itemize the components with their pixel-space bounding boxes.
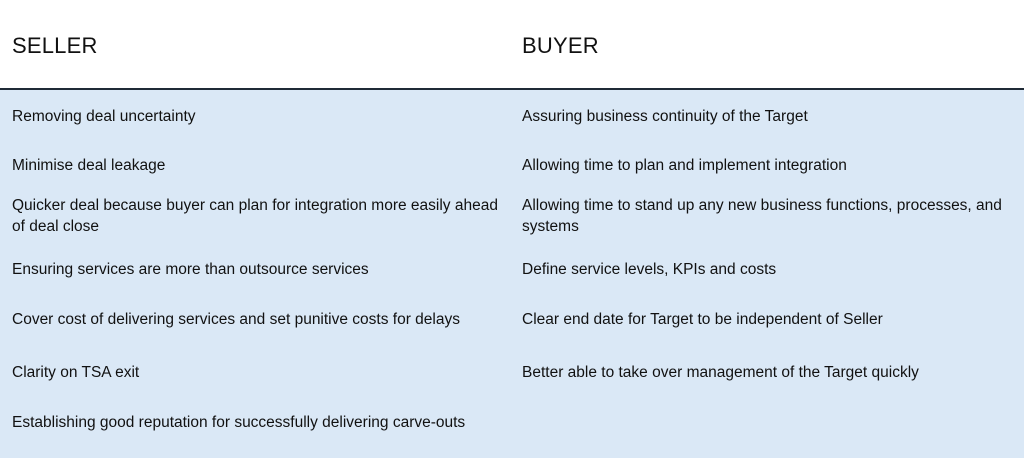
table-row: Quicker deal because buyer can plan for … bbox=[0, 193, 1024, 239]
table-row: Ensuring services are more than outsourc… bbox=[0, 255, 1024, 283]
table-row: Minimise deal leakage Allowing time to p… bbox=[0, 151, 1024, 179]
buyer-column-header: BUYER bbox=[522, 33, 599, 58]
table-row: Removing deal uncertainty Assuring busin… bbox=[0, 102, 1024, 130]
seller-cell: Quicker deal because buyer can plan for … bbox=[12, 197, 498, 235]
buyer-cell: Allowing time to stand up any new busine… bbox=[522, 197, 1002, 235]
table-header: SELLER BUYER bbox=[0, 0, 1024, 90]
seller-cell: Removing deal uncertainty bbox=[12, 107, 196, 125]
seller-cell: Establishing good reputation for success… bbox=[12, 413, 466, 431]
table-row: Establishing good reputation for success… bbox=[0, 399, 1024, 445]
buyer-cell: Assuring business continuity of the Targ… bbox=[522, 107, 808, 125]
buyer-cell: Define service levels, KPIs and costs bbox=[522, 260, 777, 278]
buyer-cell bbox=[522, 399, 1002, 445]
buyer-cell: Better able to take over management of t… bbox=[522, 363, 919, 381]
seller-cell: Ensuring services are more than outsourc… bbox=[12, 260, 369, 278]
buyer-cell: Allowing time to plan and implement inte… bbox=[522, 156, 847, 174]
table-row: Clarity on TSA exit Better able to take … bbox=[0, 358, 1024, 386]
seller-cell: Clarity on TSA exit bbox=[12, 363, 140, 381]
table-row: Cover cost of delivering services and se… bbox=[0, 296, 1024, 342]
buyer-cell: Clear end date for Target to be independ… bbox=[522, 310, 883, 328]
seller-column-header: SELLER bbox=[12, 33, 98, 58]
seller-cell: Minimise deal leakage bbox=[12, 156, 166, 174]
seller-cell: Cover cost of delivering services and se… bbox=[12, 310, 460, 328]
table-body: Removing deal uncertainty Assuring busin… bbox=[0, 90, 1024, 458]
